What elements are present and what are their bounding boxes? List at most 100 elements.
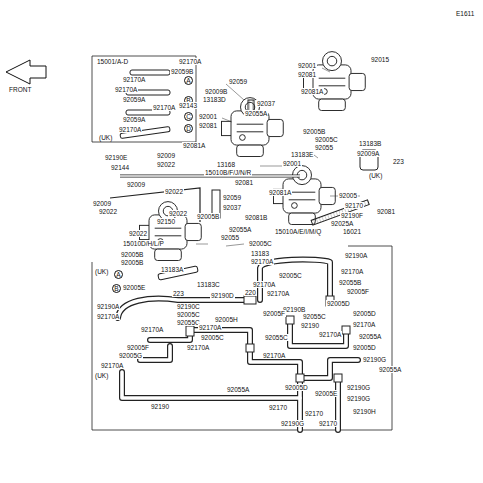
callout-number: 92150	[156, 218, 176, 225]
callout-number: 92005C	[176, 311, 201, 318]
callout-number: 92081	[234, 179, 254, 186]
callout-number: 92190C	[176, 303, 201, 310]
callout-number: 92170	[318, 420, 338, 427]
reference-letter: D	[184, 124, 193, 133]
callout-number: 92081A	[268, 189, 292, 196]
callout-number: 92170	[268, 404, 288, 411]
callout-number: 92009	[126, 181, 146, 188]
callout-number: 92005	[338, 192, 358, 199]
callout-number: 92170A	[262, 352, 286, 359]
callout-number: 92055A	[228, 226, 252, 233]
callout-number: 92055C	[302, 313, 327, 320]
callout-number: 92005D	[352, 344, 377, 351]
callout-number: 92055A	[378, 366, 402, 373]
callout-number: 92144	[110, 164, 130, 171]
callout-number: 15010D/H/L/P	[122, 240, 165, 247]
callout-number: 92055A	[358, 333, 382, 340]
callout-number: 13183D	[202, 96, 227, 103]
callout-number: 92009	[92, 200, 112, 207]
callout-number: 92170A	[114, 86, 138, 93]
callout-number: 92059	[228, 78, 248, 85]
callout-number: 13183B	[358, 140, 382, 147]
callout-number: 92170A	[318, 331, 342, 338]
callout-number: 92005F	[126, 344, 150, 351]
callout-number: 92055	[314, 144, 334, 151]
callout-number: 92005B	[302, 128, 326, 135]
callout-number: 92081	[198, 122, 218, 129]
callout-number: 92170A	[352, 321, 376, 328]
callout-number: 220	[244, 289, 257, 296]
callout-number: 92059A	[122, 116, 146, 123]
callout-number: 92022	[156, 161, 176, 168]
callout-number: 92001	[297, 62, 317, 69]
callout-number: 15010B/F/J/N/R	[204, 169, 252, 176]
reference-letter: B	[112, 284, 121, 293]
callout-number: 92005D	[326, 300, 351, 307]
callout-number: 92055A	[226, 386, 250, 393]
callout-number: 92190G	[346, 384, 371, 391]
callout-number: 92170A	[122, 76, 146, 83]
callout-number: 92170A	[252, 281, 276, 288]
callout-number: 15001/A-D	[96, 58, 129, 65]
callout-number: 92022	[128, 230, 148, 237]
callout-number: 92190G	[362, 356, 387, 363]
callout-number: 13183	[250, 250, 270, 257]
callout-number: 92170A	[340, 268, 364, 275]
callout-number: 92170A	[118, 126, 142, 133]
reference-letter: A	[184, 76, 193, 85]
callout-number: 13183C	[196, 281, 221, 288]
callout-number: 92190D	[210, 292, 235, 299]
callout-number: 223	[172, 290, 185, 297]
callout-number: 92037	[256, 100, 276, 107]
callout-number: 92190E	[104, 154, 128, 161]
callout-number: 92055	[220, 234, 240, 241]
callout-number: 92005D	[284, 384, 309, 391]
reference-letter: A	[114, 270, 123, 279]
callout-number: 92005C	[278, 272, 303, 279]
reference-letter: C	[184, 112, 193, 121]
callout-number: 92025A	[330, 220, 354, 227]
callout-number: 92005D	[352, 310, 377, 317]
callout-number: 92170A	[186, 344, 210, 351]
callout-number: 13168	[216, 161, 236, 168]
callout-number: 92005F	[346, 288, 370, 295]
callout-number: 92005C	[314, 136, 339, 143]
callout-number: 92037	[222, 204, 242, 211]
callout-number: 92081B	[244, 214, 268, 221]
callout-number: 223	[392, 158, 405, 165]
callout-number: 92170A	[266, 290, 290, 297]
callout-number: 92055A	[244, 110, 268, 117]
callout-number: 92170A	[178, 58, 202, 65]
callout-number: 92001	[282, 160, 302, 167]
callout-number: 92081A	[182, 142, 206, 149]
callout-number: 92005F	[262, 310, 286, 317]
callout-number: 92170	[344, 202, 364, 209]
callout-number: FRONT	[8, 86, 32, 93]
callout-number: 92170A	[96, 313, 120, 320]
callout-number: 92005B	[196, 213, 220, 220]
callout-number: 92005G	[118, 352, 143, 359]
callout-number: 92190F	[340, 212, 364, 219]
callout-number: 92005B	[120, 259, 144, 266]
callout-number: 92005C	[248, 240, 273, 247]
callout-number: 13183E	[290, 151, 314, 158]
callout-number: 92170	[304, 410, 324, 417]
callout-number: 92005C	[200, 334, 225, 341]
callout-number: 92022	[98, 208, 118, 215]
callout-number: 92081	[376, 208, 396, 215]
callout-number: 92022	[164, 188, 184, 195]
callout-number: 92005E	[314, 390, 338, 397]
callout-number: 13183A	[160, 266, 184, 273]
callout-number: 92170A	[198, 324, 222, 331]
callout-number: 92170A	[140, 326, 164, 333]
callout-number: 92015	[370, 56, 390, 63]
callout-number: 92005H	[214, 316, 239, 323]
callout-number: 92081A	[300, 88, 324, 95]
callout-number: 92170A	[152, 104, 176, 111]
callout-number: 92059A	[122, 96, 146, 103]
callout-number: (UK)	[98, 134, 113, 141]
callout-number: 92081	[297, 71, 317, 78]
callout-number: 92190H	[352, 408, 377, 415]
